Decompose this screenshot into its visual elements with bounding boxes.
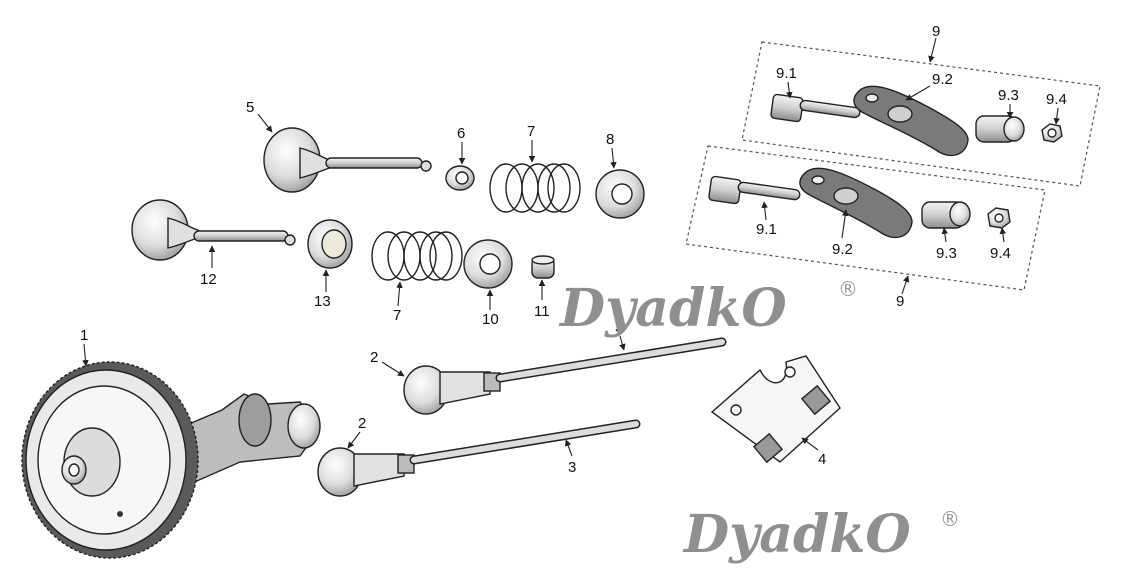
- rocker-arm-upper: [853, 85, 969, 157]
- watermark-bottom: DyadkO ®: [682, 504, 960, 565]
- callout-9-4-lower: 9.4: [990, 245, 1011, 262]
- rocker-group-upper: [741, 41, 1101, 187]
- rocker-pivot-lower: [921, 201, 971, 229]
- callout-1: 1: [80, 327, 88, 344]
- valve-spring-upper: [489, 163, 581, 213]
- callout-2-upper: 2: [370, 349, 378, 366]
- callout-9-2-lower: 9.2: [832, 241, 853, 258]
- watermark-registered-bottom: ®: [940, 507, 960, 531]
- callout-9-1-lower: 9.1: [756, 221, 777, 238]
- callout-9-top: 9: [932, 23, 940, 40]
- valve-keeper: [445, 165, 475, 191]
- callout-labels: 1 2 2 3 3 4 5 6 7 7 8 9 9 9.1 9.2 9.3 9.…: [80, 23, 1067, 476]
- callout-9-3-upper: 9.3: [998, 87, 1019, 104]
- callout-3-lower: 3: [568, 459, 576, 476]
- camshaft-gear: [21, 361, 321, 559]
- callout-9-4-upper: 9.4: [1046, 91, 1067, 108]
- callout-10: 10: [482, 311, 499, 328]
- valve-spring-lower: [371, 231, 463, 281]
- rocker-stud-lower: [708, 175, 801, 205]
- callout-4: 4: [818, 451, 826, 468]
- callout-2-lower: 2: [358, 415, 366, 432]
- pushrod-lower: [317, 419, 641, 497]
- callout-8: 8: [606, 131, 614, 148]
- callout-11: 11: [534, 303, 550, 320]
- rocker-nut-upper: [1041, 123, 1063, 143]
- watermark-brand-bottom: DyadkO: [682, 504, 911, 565]
- rocker-pivot-upper: [975, 115, 1025, 143]
- callout-9-3-lower: 9.3: [936, 245, 957, 262]
- guide-plate: [710, 355, 841, 464]
- valve-lower: [131, 199, 296, 261]
- callout-7-upper: 7: [527, 123, 535, 140]
- callout-9-1-upper: 9.1: [776, 65, 797, 82]
- callout-5: 5: [246, 99, 254, 116]
- watermark-brand-center: DyadkO: [558, 278, 787, 339]
- spring-retainer-lower: [463, 239, 513, 289]
- pushrod-upper: [403, 337, 727, 415]
- callout-3-upper: 3: [615, 319, 623, 336]
- callout-6: 6: [457, 125, 465, 142]
- valve-cap: [531, 255, 555, 279]
- rocker-stud-upper: [770, 93, 861, 123]
- spring-retainer-upper: [595, 169, 645, 219]
- watermark-registered-center: ®: [838, 277, 858, 301]
- callout-9-2-upper: 9.2: [932, 71, 953, 88]
- callout-13: 13: [314, 293, 331, 310]
- valve-upper: [263, 127, 432, 193]
- rocker-nut-lower: [987, 207, 1011, 229]
- callout-7-lower: 7: [393, 307, 401, 324]
- rocker-arm-lower: [799, 167, 913, 239]
- callout-9-bottom: 9: [896, 293, 904, 310]
- rocker-group-lower: [685, 145, 1046, 291]
- watermark-center: DyadkO ®: [558, 277, 858, 339]
- leader-lines: [82, 37, 1061, 457]
- valve-seal: [307, 219, 353, 269]
- callout-12: 12: [200, 271, 217, 288]
